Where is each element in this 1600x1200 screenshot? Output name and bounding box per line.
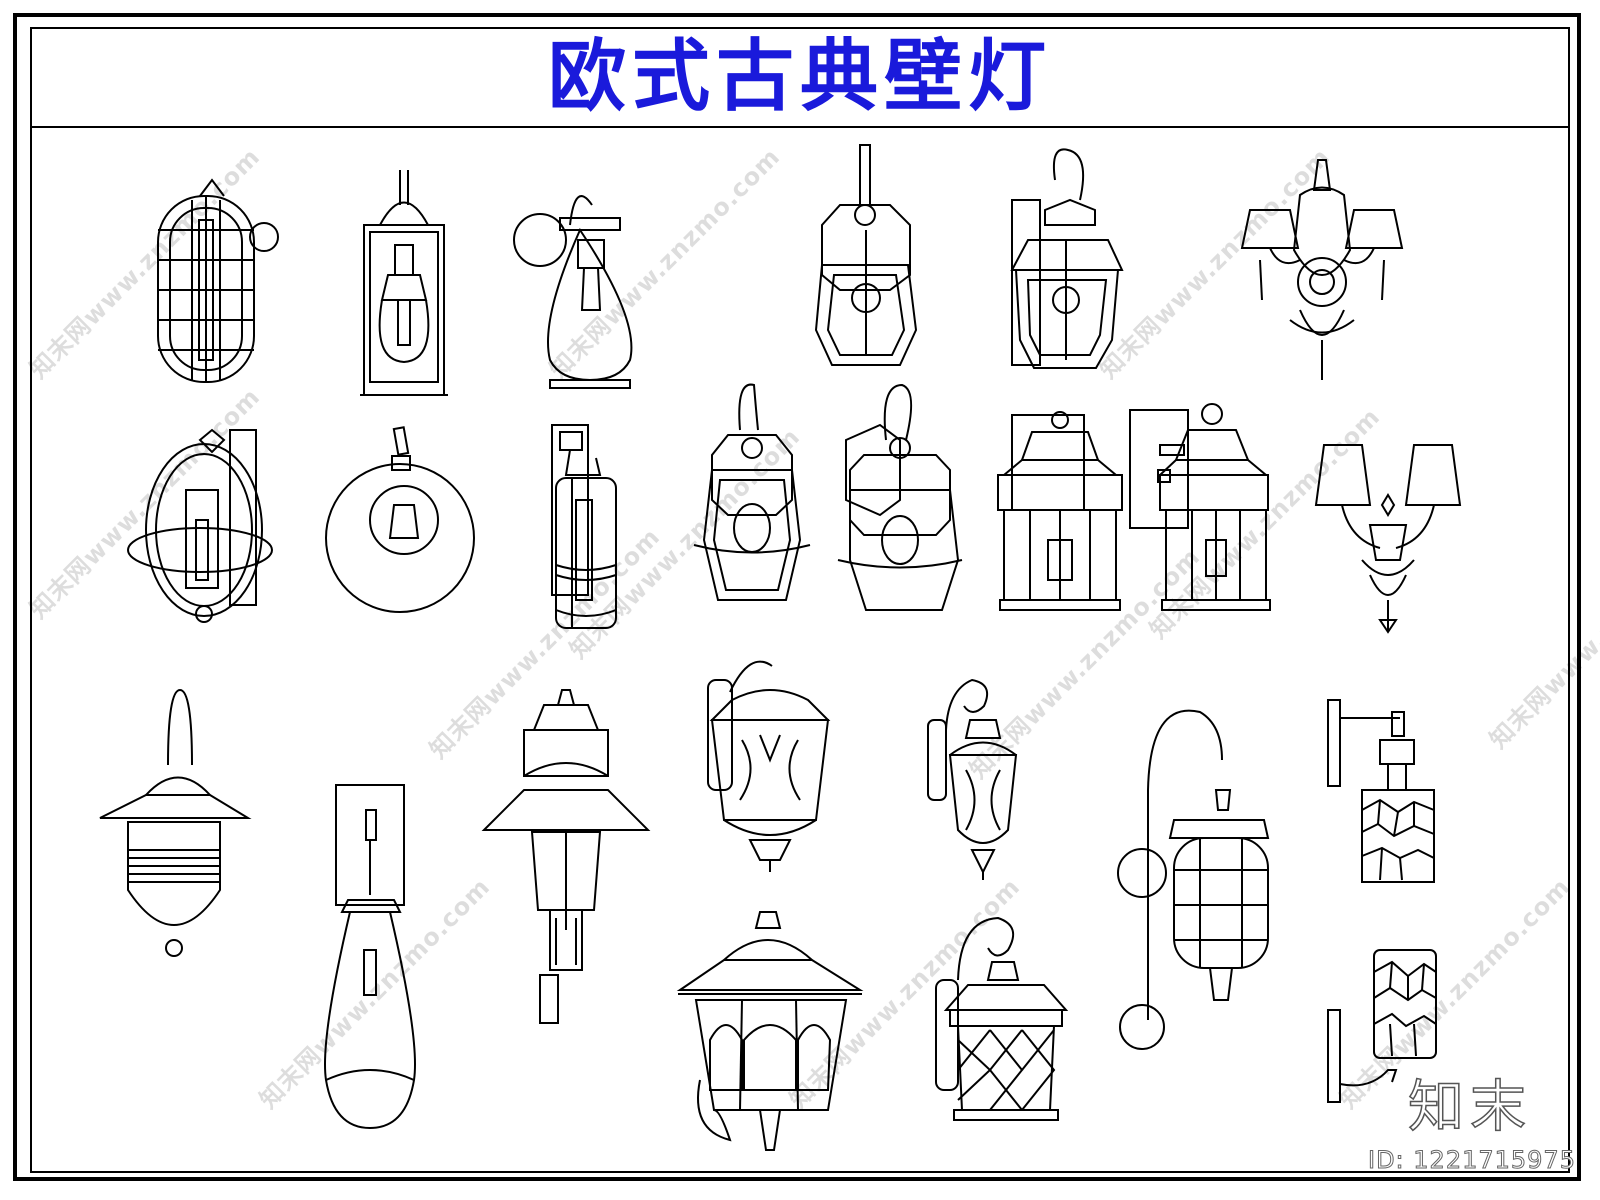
drawing-title: 欧式古典壁灯 bbox=[547, 30, 1052, 122]
lamp-ornate-bell-lantern bbox=[707, 660, 831, 872]
lamp-scroll-lantern-small bbox=[927, 678, 1018, 880]
lamp-round-globe-sconce bbox=[325, 426, 475, 613]
lamp-hex-lantern-curved bbox=[1010, 148, 1124, 369]
lamp-tear-drop-pendant bbox=[324, 784, 416, 1130]
lamp-double-shade-sconce bbox=[1314, 444, 1462, 634]
lamp-octagon-lantern-scroll bbox=[837, 383, 963, 611]
lamp-lattice-lantern bbox=[935, 916, 1069, 1121]
lamp-gooseneck-cage-lamp bbox=[1117, 709, 1270, 1050]
lamp-classic-house-lantern bbox=[676, 911, 864, 1151]
brand-logo: 知末 bbox=[1407, 1074, 1532, 1141]
lamp-mosaic-cylinder-curved bbox=[1327, 949, 1437, 1103]
lamp-bottle-sconce bbox=[360, 170, 448, 396]
drawing-frame-outer bbox=[13, 13, 1581, 1181]
lamp-chandelier-two-arm bbox=[1240, 159, 1404, 380]
lamp-cage-lamp bbox=[157, 178, 279, 383]
lamp-orbit-ring-lamp bbox=[127, 428, 273, 623]
lamp-octagon-lantern bbox=[693, 383, 811, 601]
lamp-hat-cage-lantern bbox=[99, 688, 252, 957]
lamp-pagoda-lantern-plate bbox=[1129, 403, 1271, 611]
id-label: ID: 1221715975 bbox=[1368, 1146, 1576, 1175]
lamp-teardrop-globe-sconce bbox=[513, 195, 633, 389]
lamp-pagoda-lantern bbox=[997, 411, 1123, 611]
lamp-tall-pagoda-lantern bbox=[481, 689, 651, 1024]
title-band: 欧式古典壁灯 bbox=[30, 27, 1570, 128]
lamp-cylinder-tube-lamp bbox=[551, 424, 617, 629]
lamp-hex-lantern bbox=[814, 144, 918, 366]
drawing-frame-inner bbox=[30, 27, 1570, 1173]
lamp-mosaic-cylinder-sconce bbox=[1327, 699, 1435, 883]
